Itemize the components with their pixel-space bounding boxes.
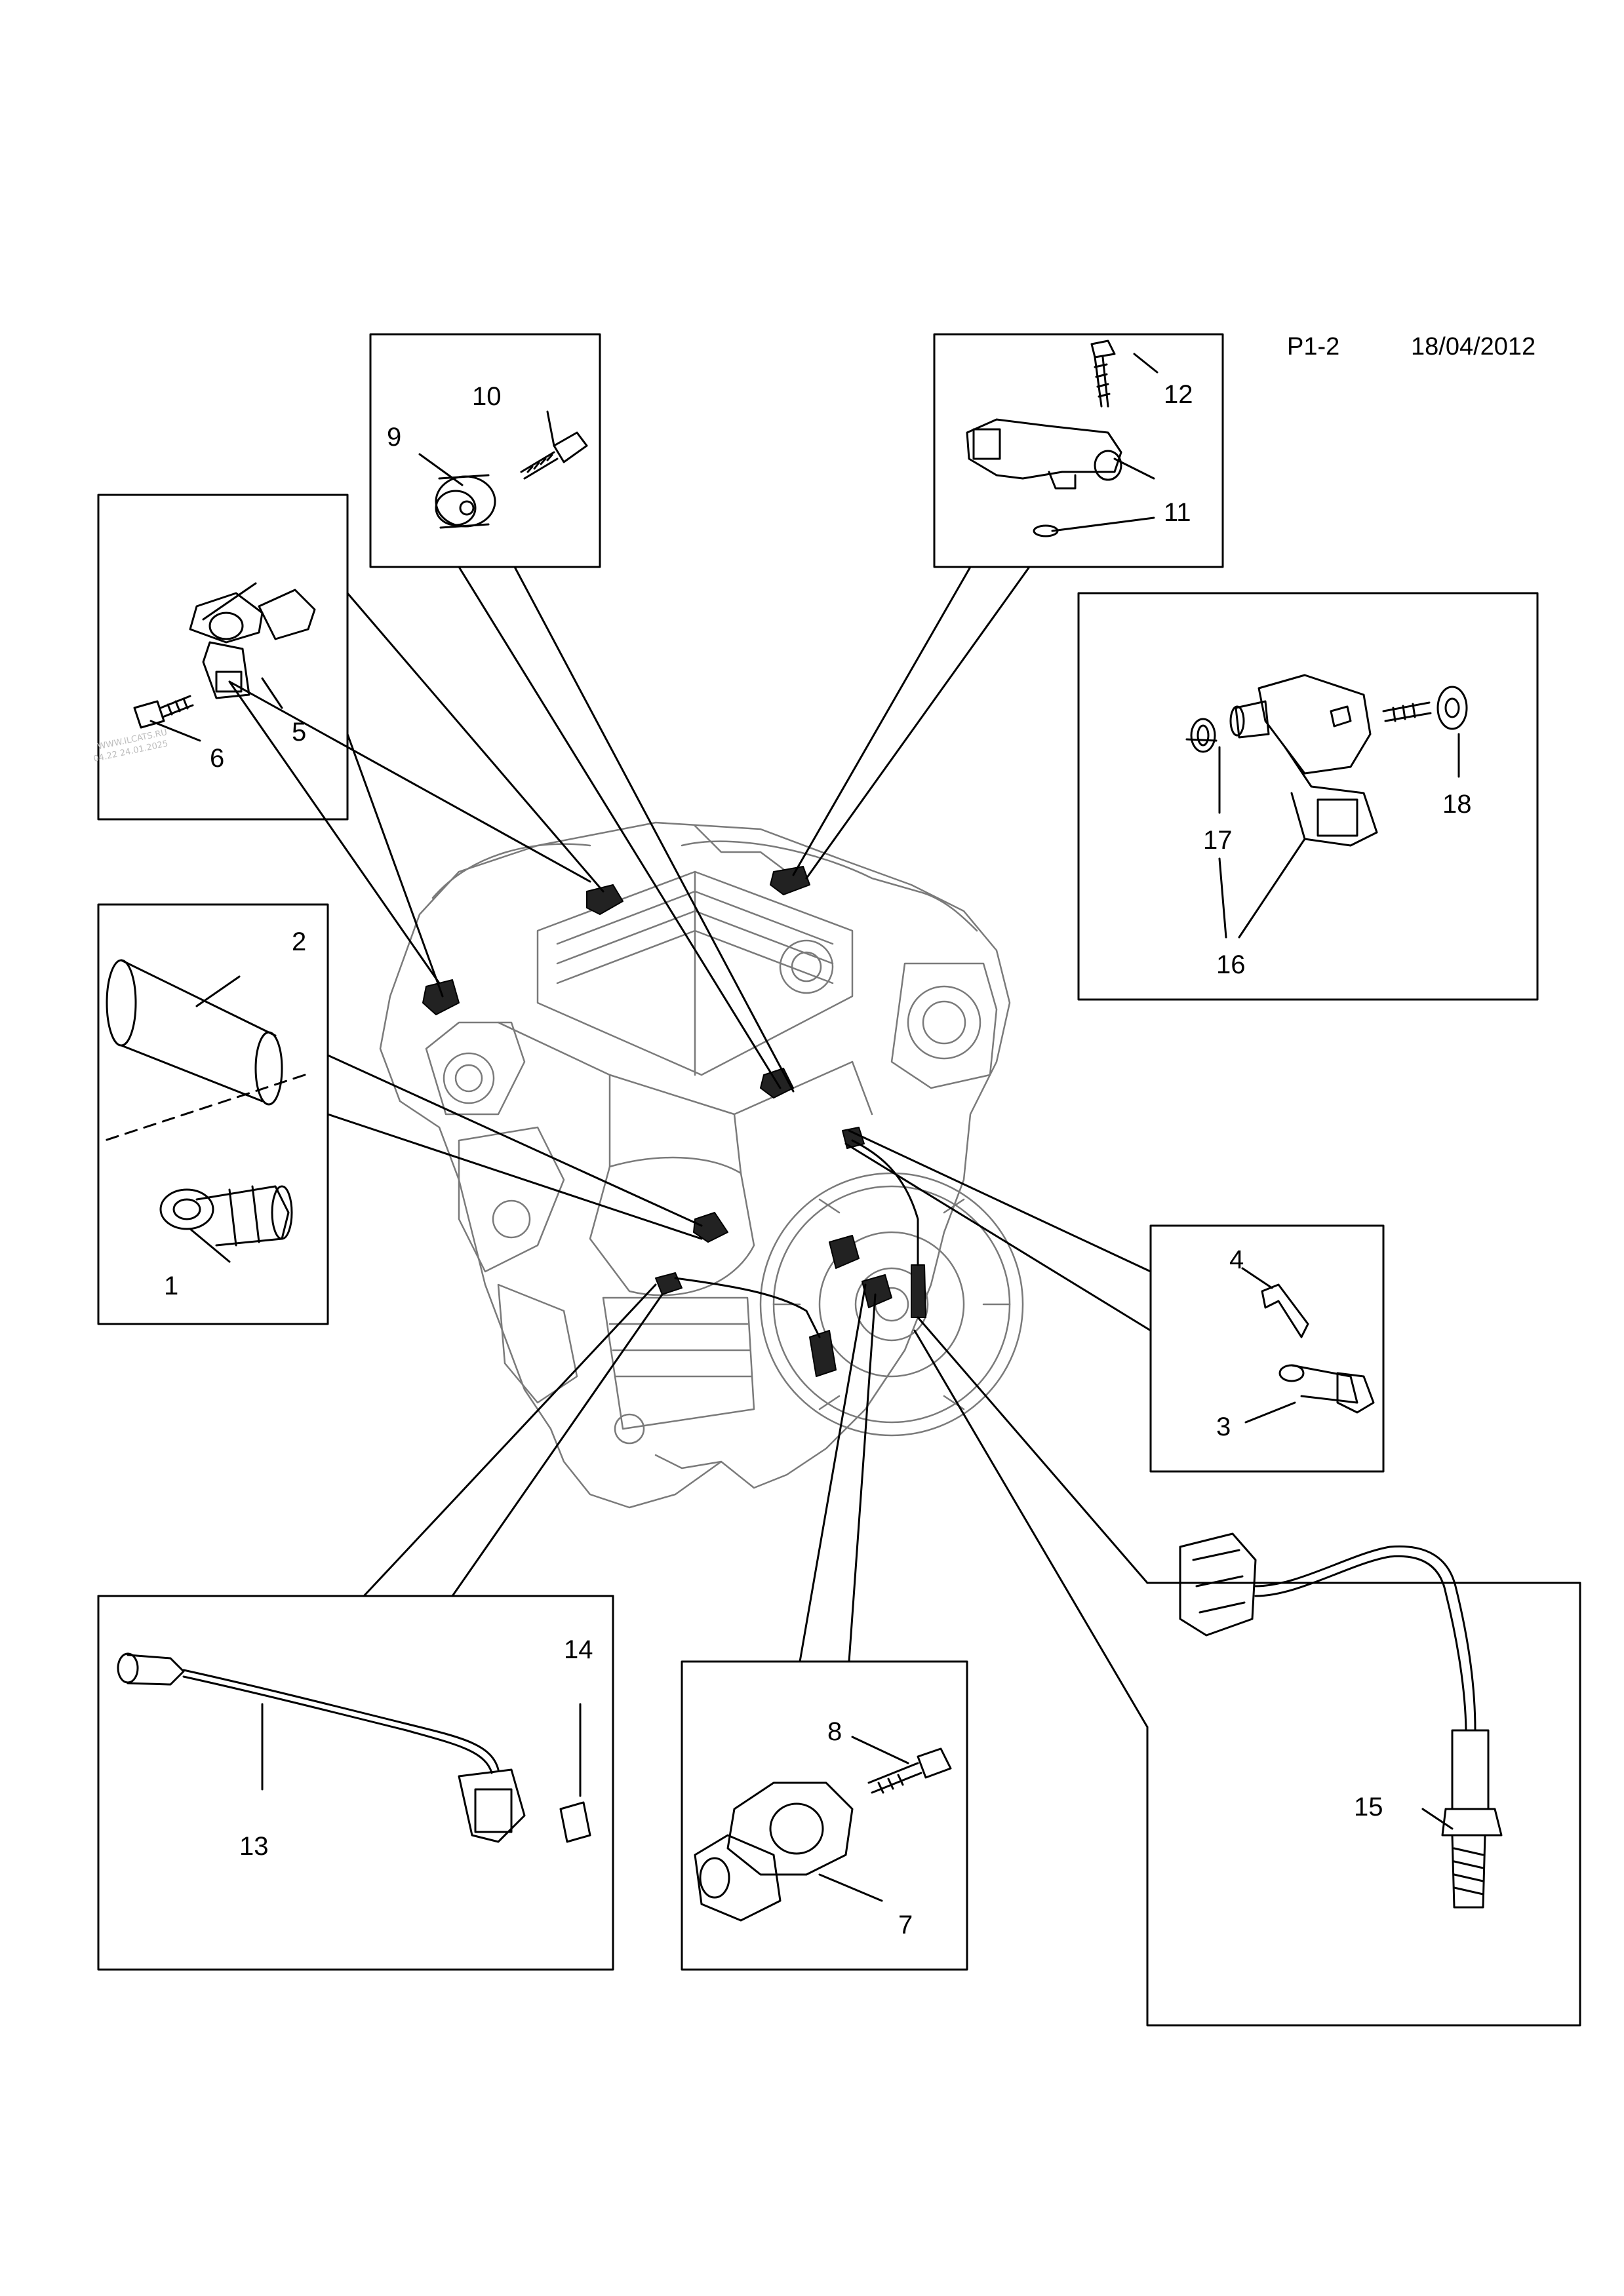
bolt-part-8 — [867, 1747, 952, 1794]
box-parts-3-4 — [1149, 1224, 1385, 1473]
callout-labels: 10 9 12 11 11 5 6 2 1 18 17 16 4 3 14 13… — [164, 380, 1472, 1939]
callout-14: 14 — [564, 1635, 593, 1664]
box-parts-11-12 — [933, 333, 1224, 568]
sleeve-part-2 — [106, 959, 283, 1106]
box-part-15 — [1146, 1582, 1581, 2027]
callout-16: 16 — [1216, 950, 1246, 979]
dashed-line-part-2 — [104, 1074, 306, 1142]
box-parts-16-18 — [1077, 592, 1539, 1001]
callout-11-sensor: 11 — [1164, 498, 1191, 527]
leader-box-3-4 — [844, 1129, 1152, 1332]
page-code: P1-2 — [1287, 333, 1340, 360]
leader-box-7-8 — [799, 1283, 877, 1663]
callout-15: 15 — [1354, 1793, 1383, 1821]
oxygen-sensor-part-15 — [1179, 1532, 1503, 1909]
box-parts-1-2 — [97, 903, 329, 1325]
tensioner-pulley-part-9 — [435, 474, 496, 529]
callout-10: 10 — [472, 382, 502, 411]
temp-sensor-part-3 — [1278, 1364, 1375, 1414]
bolt-part-6 — [133, 695, 194, 729]
leader-box-1-2 — [327, 1054, 703, 1240]
callout-2: 2 — [292, 927, 306, 956]
box-parts-13-14 — [97, 1595, 614, 1971]
clip-part-4 — [1261, 1283, 1309, 1338]
screw-part-18 — [1382, 686, 1468, 730]
pressure-sensor-part-11 — [966, 418, 1122, 490]
watermark: WWW.ILCATS.RU 04.22 24.01.2025 — [92, 728, 168, 764]
leader-box-5-6 — [228, 592, 604, 998]
engine-illustration — [379, 821, 1024, 1509]
callout-17: 17 — [1203, 826, 1233, 855]
callout-18: 18 — [1442, 790, 1472, 819]
leader-box-13-14 — [363, 1283, 663, 1597]
engine-sensor-markers — [422, 866, 926, 1377]
callout-5: 5 — [292, 718, 306, 747]
temp-sensor-part-1 — [159, 1185, 293, 1247]
callout-1: 1 — [164, 1272, 178, 1300]
o-ring-part-17 — [1190, 718, 1216, 753]
engine-wire — [674, 1139, 919, 1338]
callout-7: 7 — [898, 1911, 913, 1939]
bolt-part-10 — [520, 431, 588, 480]
leader-box-11-12 — [792, 566, 1031, 880]
page-date: 18/04/2012 — [1411, 333, 1536, 360]
callout-6: 6 — [210, 744, 224, 773]
crank-sensor-part-5 — [189, 589, 316, 699]
box-parts-7-8 — [681, 1660, 968, 1971]
clip-part-14 — [559, 1801, 591, 1843]
callout-12: 12 — [1164, 380, 1193, 409]
callout-4: 4 — [1229, 1245, 1244, 1274]
screw-part-12 — [1090, 340, 1116, 408]
map-sensor-part-16 — [1229, 674, 1378, 847]
callout-8: 8 — [827, 1717, 842, 1746]
leader-box-15 — [913, 1316, 1149, 1728]
box-parts-5-6 — [97, 494, 349, 821]
box-parts-9-10 — [369, 333, 601, 568]
callout-3: 3 — [1216, 1412, 1231, 1441]
cam-sensor-part-7 — [694, 1781, 854, 1922]
sensor-cable-part-13 — [117, 1652, 526, 1843]
leader-box-9-10 — [458, 566, 795, 1093]
callout-13: 13 — [239, 1832, 269, 1861]
callout-9: 9 — [387, 423, 401, 452]
